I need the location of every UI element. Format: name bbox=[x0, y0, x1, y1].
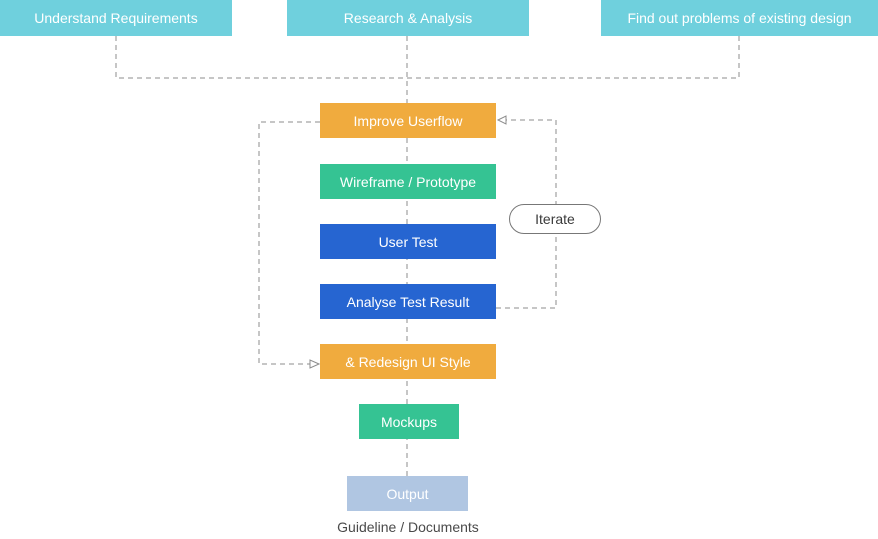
iterate-text: Iterate bbox=[535, 211, 575, 227]
step-redesign-ui-style: & Redesign UI Style bbox=[320, 344, 496, 379]
step-label: Analyse Test Result bbox=[346, 293, 470, 310]
step-understand-requirements: Understand Requirements bbox=[0, 0, 232, 36]
iterate-arrowhead-icon bbox=[496, 115, 507, 125]
step-analyse-test-result: Analyse Test Result bbox=[320, 284, 496, 319]
step-label: Output bbox=[386, 485, 429, 502]
step-output: Output bbox=[347, 476, 468, 511]
step-improve-userflow: Improve Userflow bbox=[320, 103, 496, 138]
output-caption: Guideline / Documents bbox=[337, 519, 479, 535]
step-research-analysis: Research & Analysis bbox=[287, 0, 529, 36]
iterate-label: Iterate bbox=[509, 204, 601, 234]
step-label: Wireframe / Prototype bbox=[339, 173, 477, 190]
step-find-problems: Find out problems of existing design bbox=[601, 0, 878, 36]
step-label: Find out problems of existing design bbox=[627, 10, 852, 26]
step-label: Mockups bbox=[380, 413, 438, 430]
step-wireframe-prototype: Wireframe / Prototype bbox=[320, 164, 496, 199]
bypass-loop-connector bbox=[258, 121, 320, 365]
step-label: & Redesign UI Style bbox=[345, 353, 471, 370]
step-label: User Test bbox=[378, 233, 438, 250]
step-label: Understand Requirements bbox=[34, 10, 198, 26]
step-label: Research & Analysis bbox=[343, 10, 473, 26]
top-merge-connector bbox=[115, 36, 740, 79]
step-user-test: User Test bbox=[320, 224, 496, 259]
step-mockups: Mockups bbox=[359, 404, 459, 439]
step-label: Improve Userflow bbox=[353, 112, 463, 129]
bypass-arrowhead-icon bbox=[309, 359, 321, 369]
